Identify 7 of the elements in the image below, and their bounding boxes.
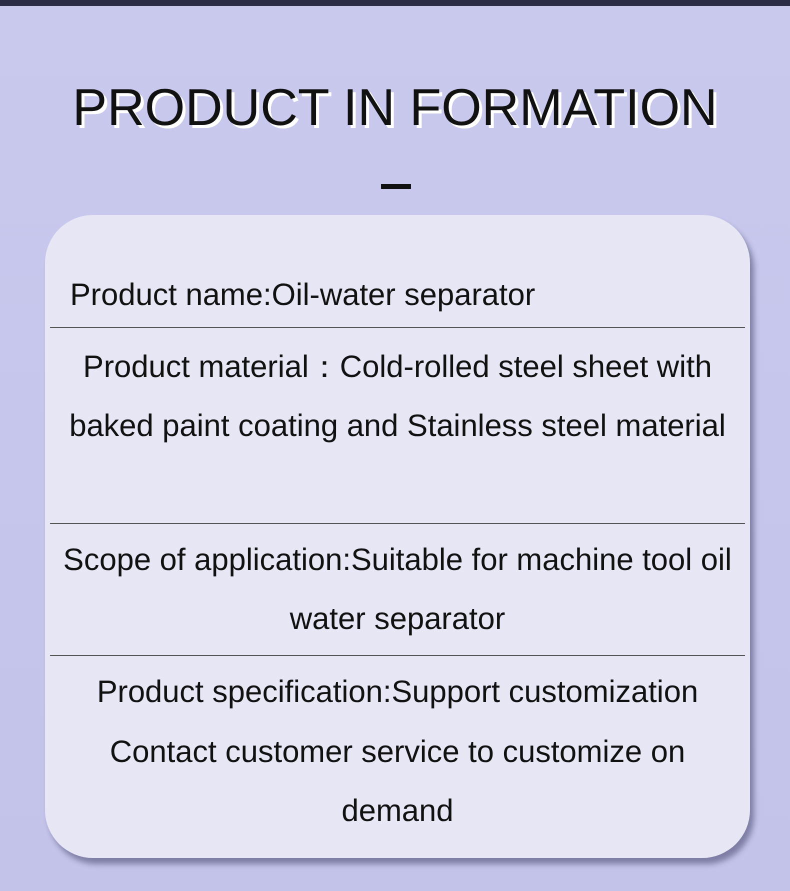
info-text: Contact customer service to customize on demand (108, 733, 686, 830)
info-text: Product name:Oil-water separator (70, 276, 536, 314)
title: PRODUCT IN FORMATION (71, 78, 719, 138)
info-card (45, 215, 750, 858)
info-text: Scope of application:Suitable for machine tool oil water separator (62, 541, 733, 638)
info-text: Product material：Cold-rolled steel sheet with baked paint coating and Stainless steel material (68, 348, 727, 445)
info-text: Product specification:Support customization (96, 673, 700, 711)
